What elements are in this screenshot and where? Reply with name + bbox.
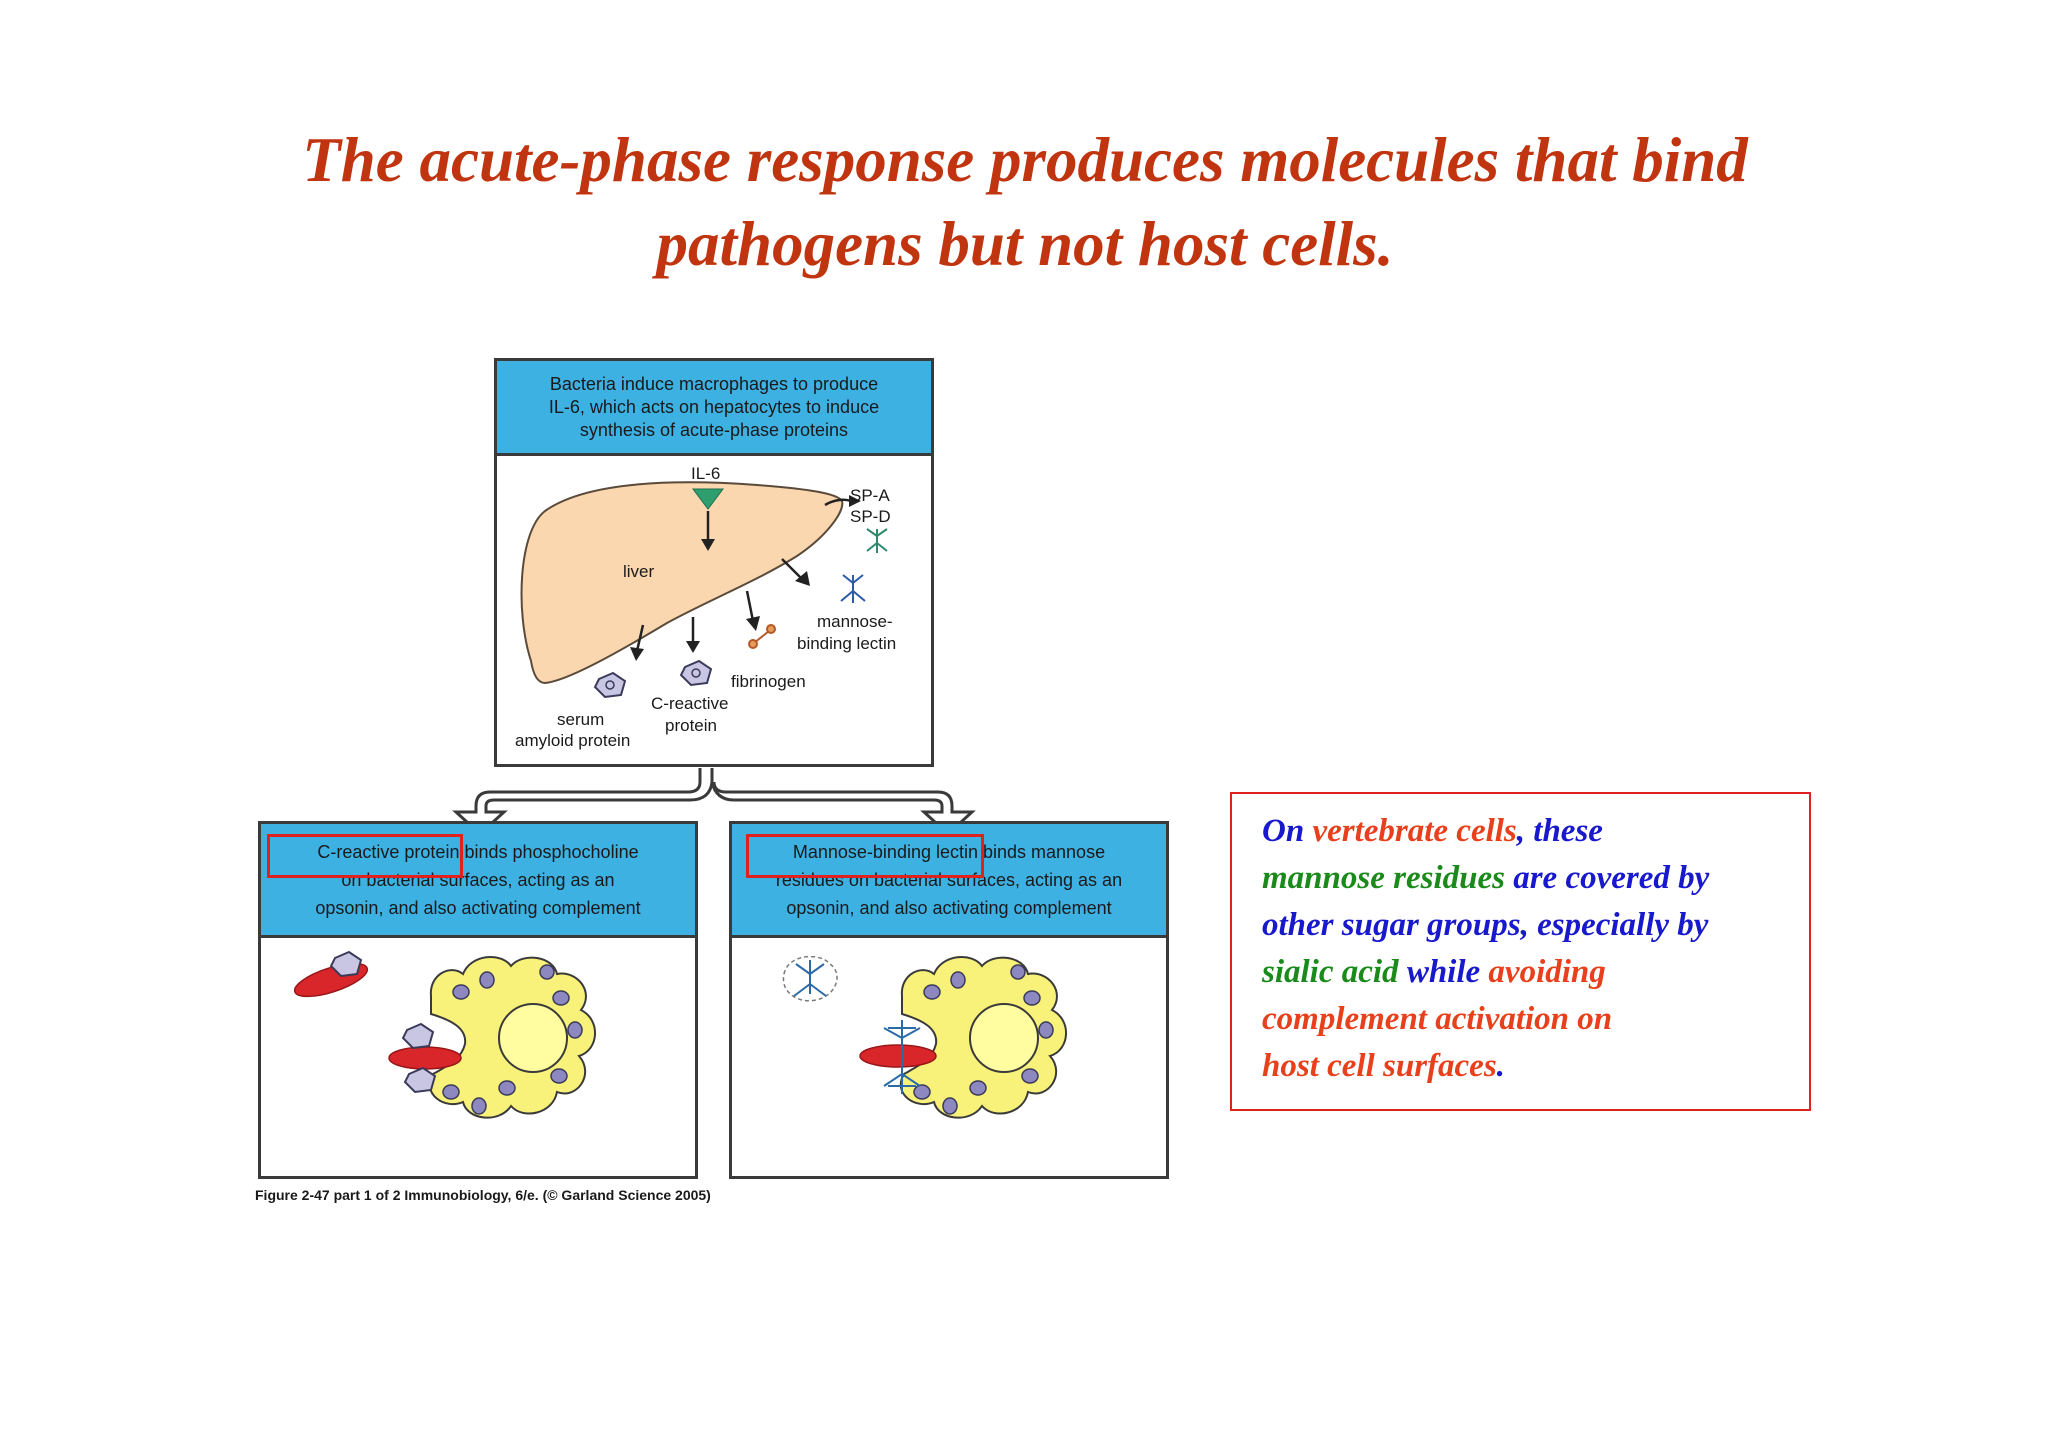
spa-label: SP-A (850, 486, 890, 505)
right-header-line-3: opsonin, and also activating complement (786, 897, 1112, 918)
crp-pentagon-icon (679, 659, 713, 687)
mbl-highlight-box (746, 834, 984, 878)
top-panel-header: Bacteria induce macrophages to produce I… (497, 361, 931, 456)
bound-mbl-icon (883, 1020, 921, 1094)
crp-label-1: C-reactive (651, 694, 729, 713)
figure-caption: Figure 2-47 part 1 of 2 Immunobiology, 6… (255, 1187, 711, 1203)
crp-opsonin-panel: C-reactive protein binds phosphocholine … (258, 821, 698, 1179)
title-line-1: The acute-phase response produces molecu… (302, 125, 1748, 195)
right-header-line-1-rest: binds mannose (978, 841, 1106, 862)
acute-phase-synthesis-panel: Bacteria induce macrophages to produce I… (494, 358, 934, 767)
sap-label-2: amyloid protein (515, 731, 631, 750)
top-header-line-3: synthesis of acute-phase proteins (579, 419, 849, 440)
note-segment: On (1262, 813, 1313, 849)
right-panel-header: Mannose-binding lectin binds mannose res… (732, 824, 1166, 938)
liver-label: liver (623, 562, 655, 581)
note-segment: avoiding (1488, 954, 1606, 990)
note-line-1: On vertebrate cells, these (1262, 808, 1802, 855)
note-line-6: host cell surfaces. (1262, 1043, 1802, 1090)
note-segment: . (1496, 1048, 1505, 1084)
crp-macrophage-diagram (293, 950, 596, 1119)
mbl-label-2: binding lectin (797, 634, 897, 653)
note-segment: host cell surfaces (1262, 1048, 1497, 1084)
bacterium-2 (388, 1046, 462, 1070)
top-header-line-1: Bacteria induce macrophages to produce (549, 373, 879, 394)
crp-highlight-box (267, 834, 463, 878)
macrophage-nucleus (969, 1003, 1039, 1073)
note-line-3: other sugar groups, especially by (1262, 902, 1802, 949)
sap-pentagon-icon (593, 671, 627, 699)
note-line-5: complement activation on (1262, 996, 1802, 1043)
macrophage-nucleus (498, 1003, 568, 1073)
il6-triangle-icon (692, 488, 724, 510)
note-segment: are covered by (1513, 860, 1710, 896)
note-line-2: mannose residues are covered by (1262, 855, 1802, 902)
note-segment: , these (1516, 813, 1603, 849)
mbl-opsonin-panel: Mannose-binding lectin binds mannose res… (729, 821, 1169, 1179)
note-segment: while (1406, 954, 1489, 990)
sap-label-1: serum (557, 710, 605, 729)
right-header-line-2: residues on bacterial surfaces, acting a… (775, 869, 1123, 890)
mbl-highlight-text: Mannose-binding lectin (792, 841, 978, 862)
slide-title: The acute-phase response produces molecu… (180, 118, 1870, 286)
crp-bound-icons (329, 950, 437, 1094)
mbl-label-1: mannose- (817, 612, 893, 631)
note-segment: mannose residues (1262, 860, 1514, 896)
sp-lectin-icon (866, 528, 888, 553)
note-segment: vertebrate cells (1312, 813, 1517, 849)
left-header-line-3: opsonin, and also activating complement (315, 897, 641, 918)
note-segment: complement activation on (1262, 1001, 1613, 1037)
top-header-line-2: IL-6, which acts on hepatocytes to induc… (548, 396, 880, 417)
mbl-macrophage-diagram (782, 955, 1067, 1119)
granules (913, 964, 1054, 1115)
mannose-binding-lectin-icon (840, 574, 866, 603)
left-panel-header: C-reactive protein binds phosphocholine … (261, 824, 695, 938)
free-mbl-icon (782, 955, 838, 1002)
bacterium (859, 1044, 937, 1068)
liver-diagram (520, 481, 888, 699)
title-line-2: pathogens but not host cells. (656, 209, 1394, 279)
crp-label-2: protein (665, 716, 717, 735)
fibrinogen-label: fibrinogen (731, 672, 806, 691)
note-segment: sialic acid (1262, 954, 1407, 990)
liver-shape (520, 481, 844, 685)
note-segment: other sugar groups, especially by (1262, 907, 1709, 943)
fibrinogen-icon (748, 624, 776, 649)
granules (442, 964, 583, 1115)
crp-highlight-text: C-reactive protein (317, 841, 460, 862)
left-header-line-2: on bacterial surfaces, acting as an (341, 869, 615, 890)
note-line-4: sialic acid while avoiding (1262, 949, 1802, 996)
left-header-line-1-rest: binds phosphocholine (459, 841, 639, 862)
spd-label: SP-D (850, 507, 891, 526)
il6-label: IL-6 (691, 464, 721, 483)
liver-output-arrows (630, 495, 861, 661)
